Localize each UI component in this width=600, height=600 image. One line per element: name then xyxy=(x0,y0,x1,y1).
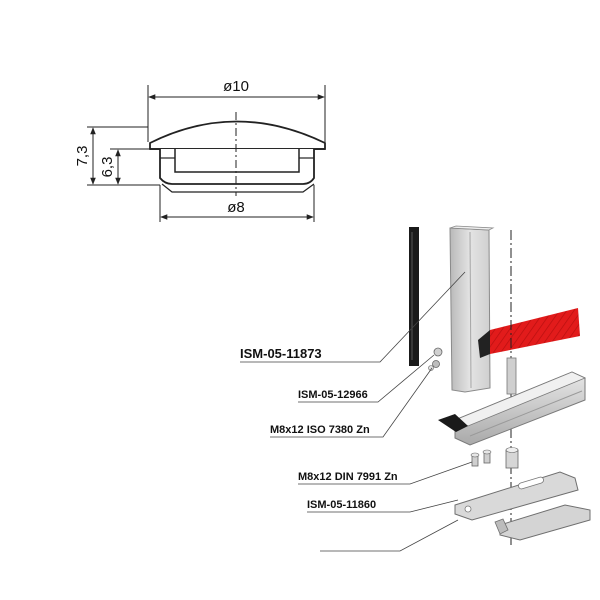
cap-dome xyxy=(149,120,326,150)
screw-iso-part xyxy=(432,360,440,368)
profile-top-face xyxy=(449,225,495,231)
bracket-slot xyxy=(518,476,544,490)
bracket-lower xyxy=(499,504,591,541)
leader-cap xyxy=(298,354,435,403)
assembly-illustration xyxy=(409,225,591,545)
cap-cavity xyxy=(174,149,300,173)
profile-groove xyxy=(469,231,472,389)
screw-din-1-head xyxy=(470,452,480,458)
dim-shank-height: 6,3 xyxy=(99,157,116,178)
beam-gasket xyxy=(438,414,468,432)
red-belt xyxy=(490,308,580,354)
cap-shank xyxy=(159,149,315,185)
belt-clamp xyxy=(478,330,490,358)
dim-total-height: 7,3 xyxy=(74,146,91,167)
gasket-strip xyxy=(409,227,419,366)
post xyxy=(506,357,517,395)
label-screw-iso: M8x12 ISO 7380 Zn xyxy=(270,424,370,436)
bracket-hole xyxy=(464,505,472,513)
leader-profile xyxy=(240,271,466,363)
leader-unlabeled xyxy=(320,519,459,552)
cap-bottom-lip xyxy=(161,183,315,193)
beam-groove xyxy=(469,390,583,437)
leader-screw-iso xyxy=(270,367,433,438)
cap-section-drawing: ø10 7,3 6,3 ø8 xyxy=(74,78,326,222)
label-cap: ISM-05-12966 xyxy=(298,389,368,401)
spacer-top xyxy=(505,447,519,453)
label-screw-din: M8x12 DIN 7991 Zn xyxy=(298,471,398,483)
part-labels: ISM-05-11873 ISM-05-12966 M8x12 ISO 7380… xyxy=(240,271,473,552)
screw-din-2-head xyxy=(482,449,492,455)
bracket-upper xyxy=(454,471,579,521)
dim-top-diameter: ø10 xyxy=(223,78,249,95)
cap-part xyxy=(433,347,443,357)
leader-screw-din xyxy=(298,461,473,485)
dim-bottom-diameter: ø8 xyxy=(227,199,245,216)
label-profile: ISM-05-11873 xyxy=(240,346,322,361)
bracket-lower-tip xyxy=(494,518,509,535)
label-bracket: ISM-05-11860 xyxy=(307,499,376,511)
screw-iso-head xyxy=(428,365,434,371)
leader-bracket xyxy=(307,499,459,513)
